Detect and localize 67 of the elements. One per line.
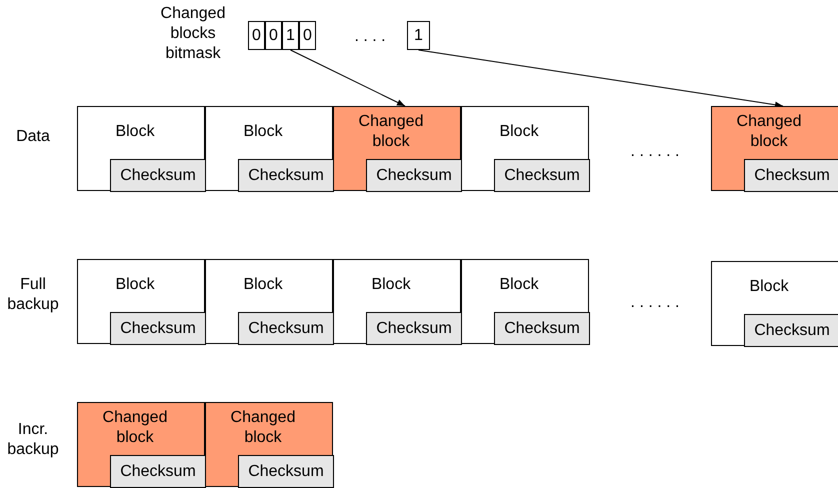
data-block [461,106,589,191]
block-label: Changed block [736,112,802,152]
block-label: Block [242,122,284,142]
bit-value: 0 [268,26,279,46]
bit-cell [407,21,430,50]
block-label: Changed block [230,408,296,448]
ellipsis-dots: . . . . [353,27,387,47]
checksum-box [238,312,334,345]
checksum-label: Checksum [503,318,581,338]
checksum-label: Checksum [375,166,453,186]
checksum-label: Checksum [247,462,325,482]
bit-value: 0 [251,26,262,46]
checksum-label: Checksum [753,320,831,340]
block-label: Changed block [358,112,424,152]
data-block [205,106,333,191]
bit-value: 1 [413,26,424,46]
checksum-box [110,455,206,488]
bit-value: 1 [285,26,296,46]
checksum-label: Checksum [119,318,197,338]
arrow [290,50,406,106]
row-label: Data [15,127,51,147]
checksum-box [494,159,590,192]
bit-cell [265,21,282,50]
block-label: Block [498,122,540,142]
data-block [461,259,589,344]
checksum-label: Checksum [247,166,325,186]
bit-cell [248,21,265,50]
checksum-label: Checksum [375,318,453,338]
data-block [711,261,838,346]
data-block [711,106,838,191]
data-block [77,402,205,487]
ellipsis-dots: . . . . . . [630,142,680,162]
bit-value: 0 [302,26,313,46]
ellipsis-dots: . . . . . . [630,293,680,313]
block-label: Changed block [102,408,168,448]
bitmask-caption: Changed blocks bitmask [160,4,226,64]
checksum-box [238,159,334,192]
arrow [418,50,784,108]
block-label: Block [748,277,790,297]
checksum-label: Checksum [753,166,831,186]
row-label: Incr. backup [6,420,60,460]
block-label: Block [114,275,156,295]
checksum-box [366,159,462,192]
data-block [333,259,461,344]
checksum-box [744,159,838,192]
checksum-label: Checksum [119,462,197,482]
bit-cell [299,21,316,50]
checksum-box [110,312,206,345]
bit-cell [282,21,299,50]
checksum-box [366,312,462,345]
checksum-box [238,455,334,488]
block-label: Block [498,275,540,295]
block-label: Block [242,275,284,295]
data-block [333,106,461,191]
checksum-label: Checksum [247,318,325,338]
row-label: Full backup [6,275,60,315]
checksum-box [494,312,590,345]
data-block [205,259,333,344]
block-label: Block [370,275,412,295]
checksum-label: Checksum [119,166,197,186]
data-block [77,106,205,191]
block-label: Block [114,122,156,142]
checksum-label: Checksum [503,166,581,186]
data-block [77,259,205,344]
data-block [205,402,333,487]
checksum-box [110,159,206,192]
checksum-box [744,314,838,347]
